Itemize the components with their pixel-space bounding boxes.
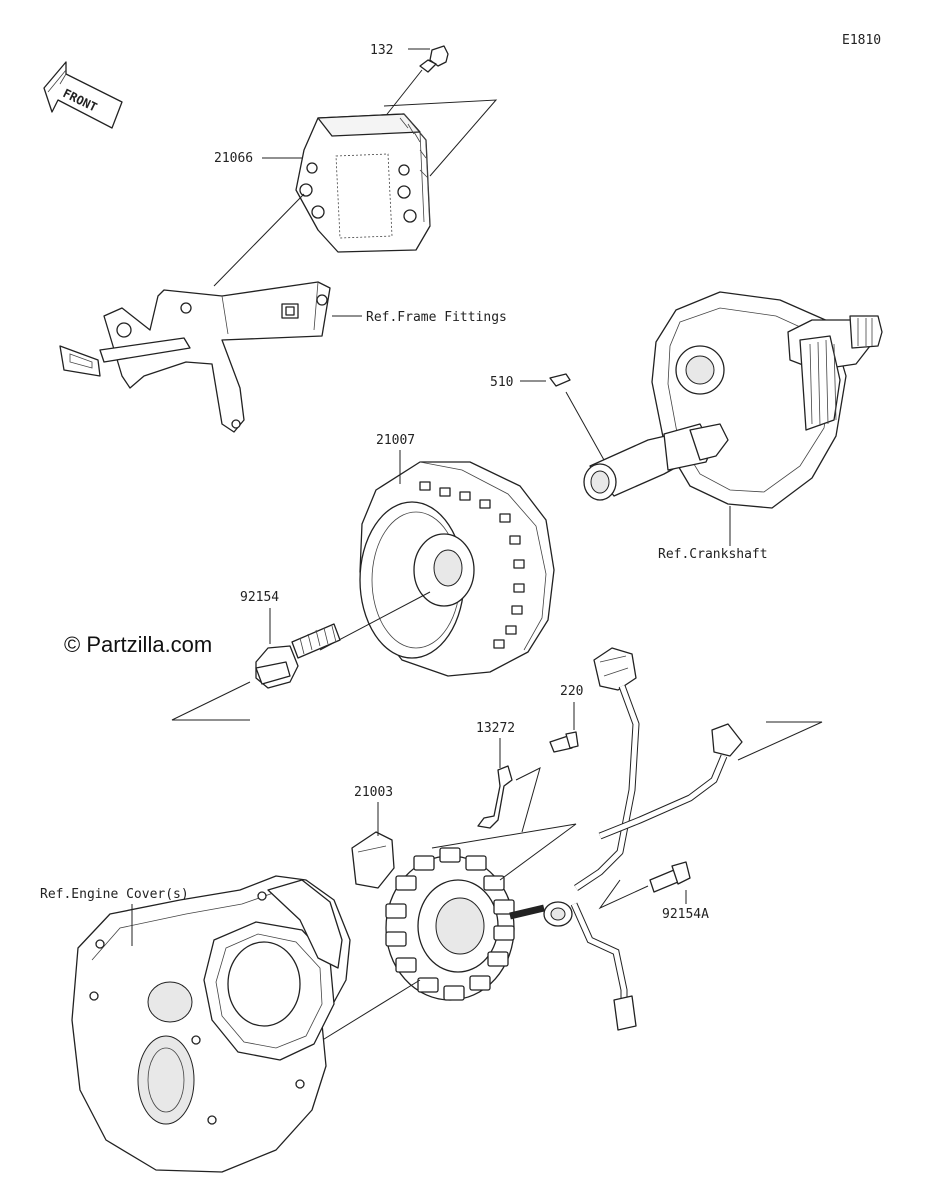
watermark: © Partzilla.com	[64, 632, 212, 657]
wiring-harness	[543, 647, 743, 1031]
woodruff-key-510	[549, 373, 571, 387]
callout-crankshaft: Ref.Crankshaft	[658, 547, 768, 562]
callout-frame-fittings: Ref.Frame Fittings	[366, 310, 507, 325]
callout-92154a: 92154A	[662, 907, 709, 922]
callout-21066: 21066	[214, 151, 253, 166]
callout-21003: 21003	[354, 785, 393, 800]
screw-220-icon	[549, 731, 579, 753]
callout-13272: 13272	[476, 721, 515, 736]
bolt-92154-icon	[255, 623, 341, 689]
bolt-92154a-icon	[649, 861, 691, 893]
stator-21003	[351, 831, 545, 1001]
regulator-21066	[295, 113, 431, 253]
callout-92154: 92154	[240, 590, 279, 605]
engine-cover	[71, 875, 351, 1173]
callout-510: 510	[490, 375, 513, 390]
diagram-code: E1810	[842, 33, 881, 48]
callout-21007: 21007	[376, 433, 415, 448]
callout-220: 220	[560, 684, 583, 699]
front-arrow-icon: FRONT	[43, 61, 123, 129]
clamp-13272	[477, 765, 513, 829]
callout-engine-cover: Ref.Engine Cover(s)	[40, 887, 189, 902]
crankshaft	[583, 291, 883, 509]
rotor-21007	[359, 461, 555, 677]
bolt-132-icon	[419, 45, 449, 73]
frame-fitting-bracket	[59, 281, 331, 433]
callout-132: 132	[370, 43, 393, 58]
